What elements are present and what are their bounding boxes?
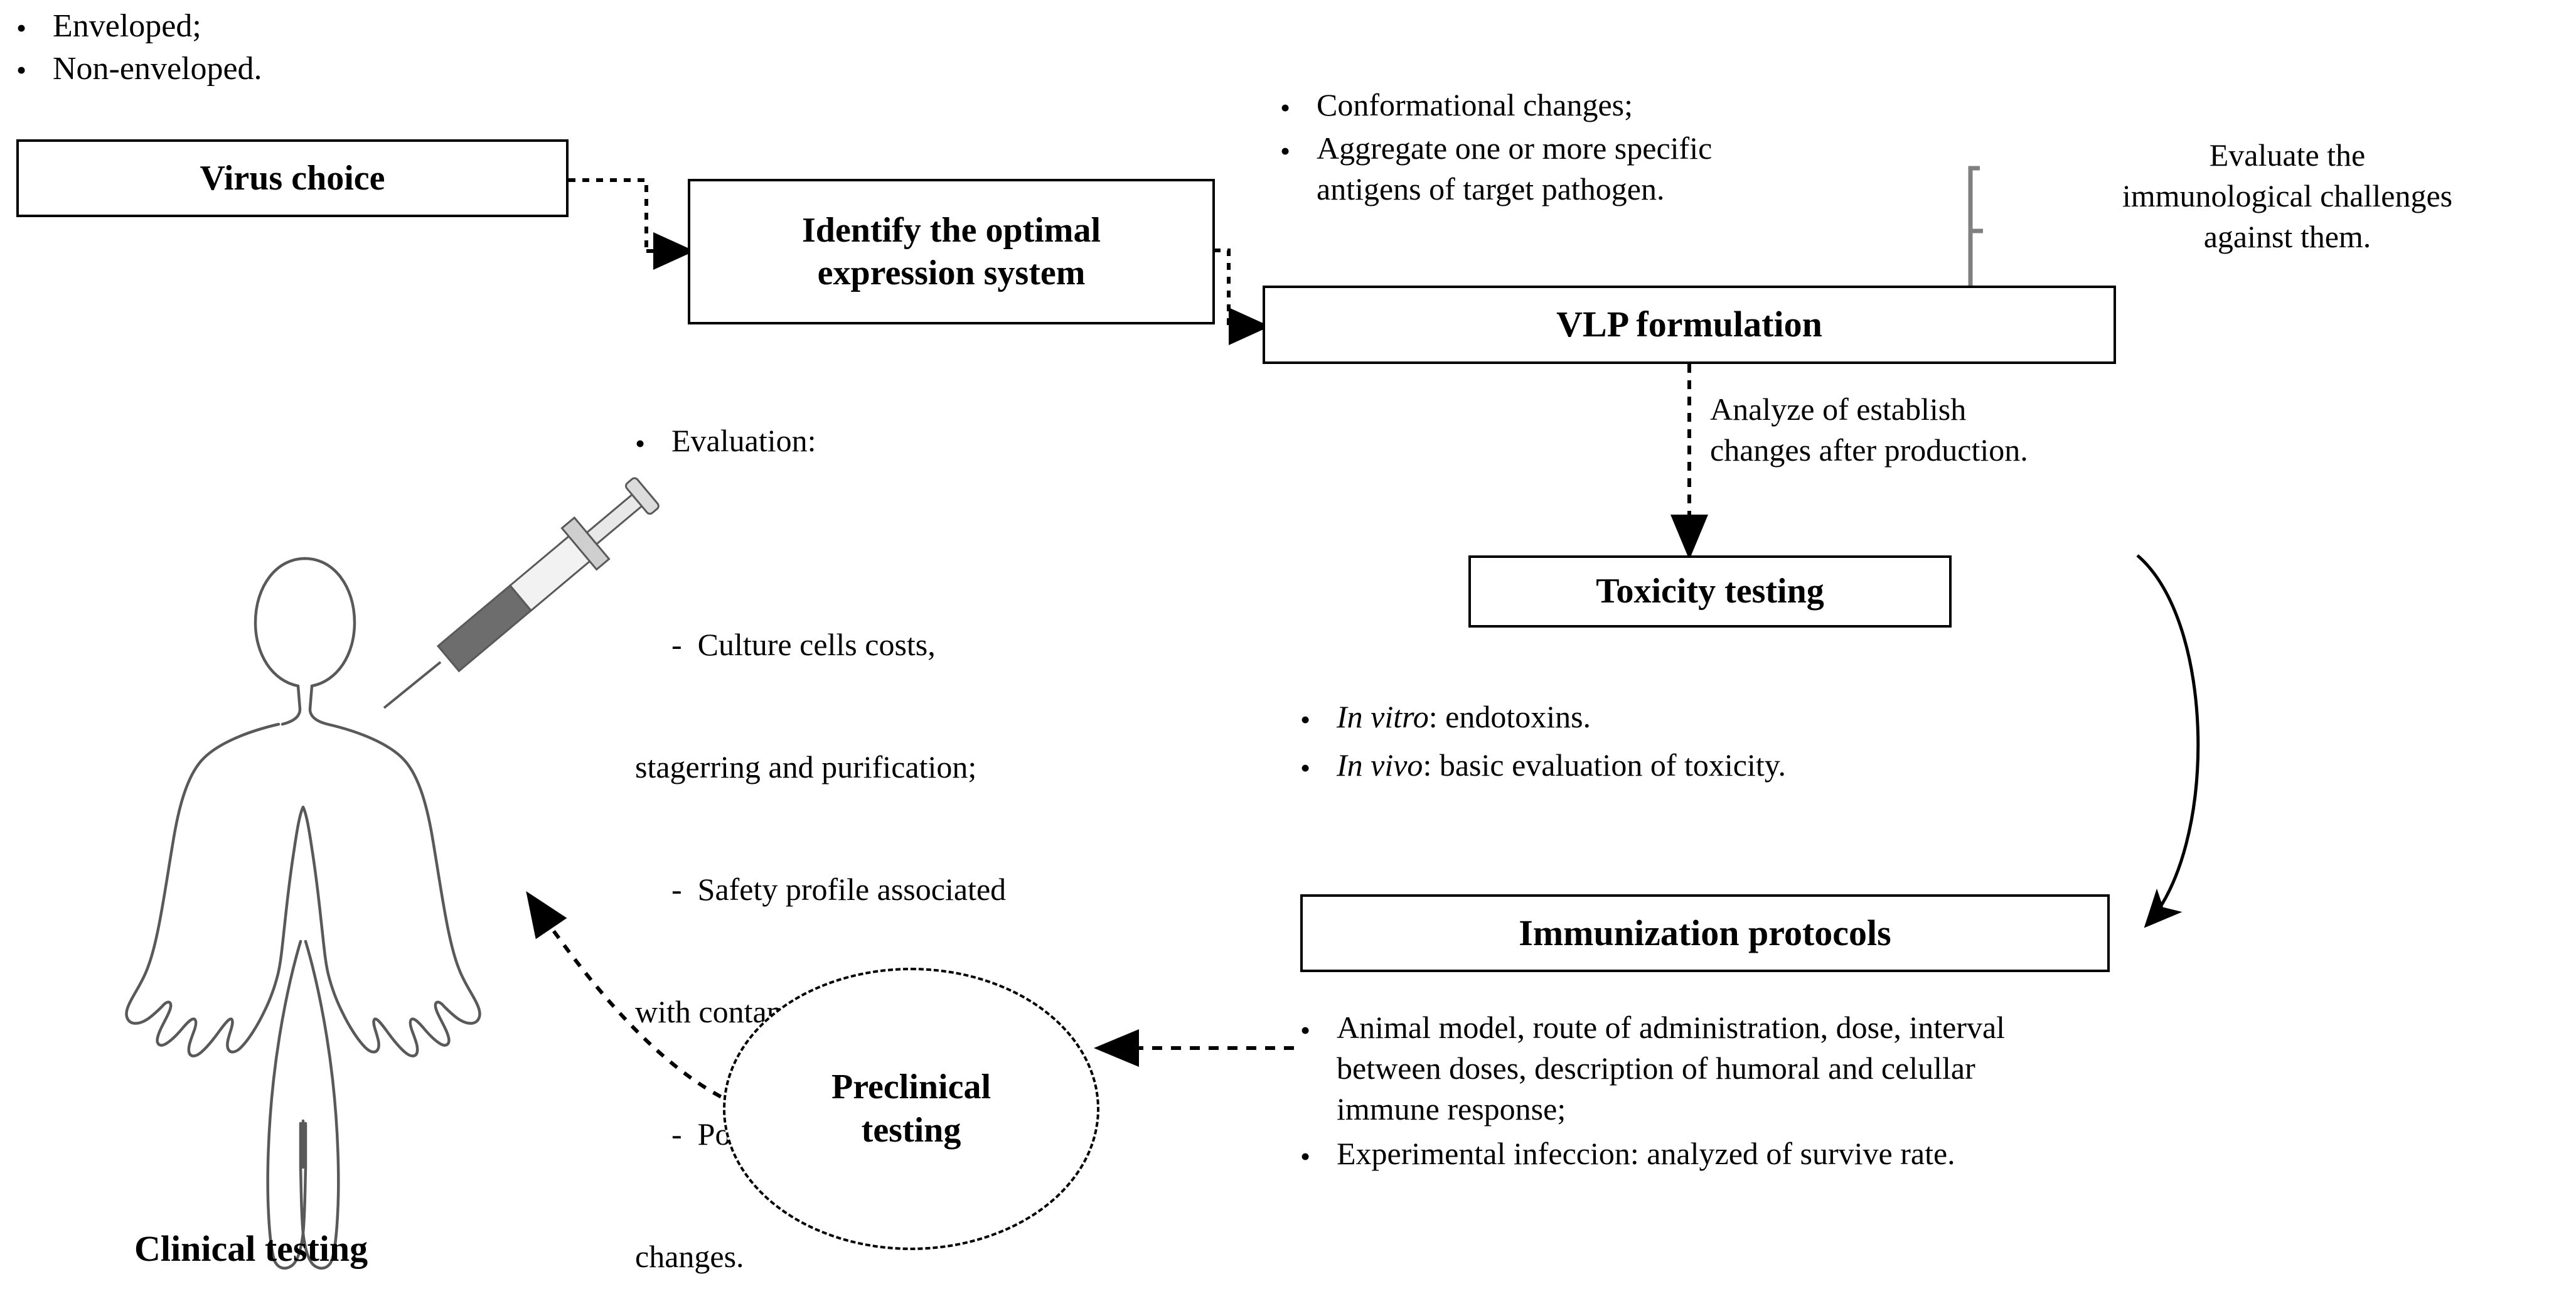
virus-types-list: • Enveloped; • Non-enveloped. — [16, 5, 506, 90]
bullet-icon: • — [1300, 1014, 1311, 1046]
expression-note-line: stagerring and purification; — [635, 749, 977, 784]
box-toxicity-testing-label: Toxicity testing — [1596, 572, 1824, 611]
list-item: • Conformational changes; — [1280, 85, 1977, 126]
box-virus-choice[interactable]: Virus choice — [16, 139, 569, 217]
list-item: • Experimental infeccion: analyzed of su… — [1300, 1133, 2549, 1174]
toxicity-in-vitro-emphasis: In vitro — [1337, 699, 1429, 734]
box-vlp-formulation[interactable]: VLP formulation — [1263, 286, 2116, 364]
immunization-note-animal-model: Animal model, route of administration, d… — [1337, 1010, 2006, 1126]
vlp-characteristics-list: • Conformational changes; • Aggregate on… — [1280, 85, 1977, 210]
list-item: • Aggregate one or more specific antigen… — [1280, 128, 1977, 210]
bullet-icon: • — [1280, 91, 1291, 124]
ellipse-preclinical-testing-label: Preclinical testing — [831, 1067, 991, 1150]
expression-note-line: changes. — [635, 1239, 744, 1274]
box-virus-choice-label: Virus choice — [200, 158, 385, 198]
connector-identify-to-vlp — [1214, 249, 1270, 345]
bullet-icon: • — [16, 54, 27, 87]
clinical-testing-caption: Clinical testing — [134, 1228, 368, 1269]
connector-virus-to-identify — [569, 178, 695, 270]
list-item: • In vivo: basic evaluation of toxicity. — [1300, 745, 2242, 786]
list-item: • Enveloped; — [16, 5, 506, 48]
list-item: • Non-enveloped. — [16, 48, 506, 90]
box-identify-expression-label: Identify the optimal expression system — [802, 210, 1101, 292]
toxicity-in-vivo-rest: : basic evaluation of toxicity. — [1423, 747, 1786, 783]
box-immunization-protocols-label: Immunization protocols — [1519, 912, 1891, 953]
human-body-outline — [125, 557, 481, 1270]
box-vlp-formulation-label: VLP formulation — [1556, 304, 1822, 345]
syringe-icon — [383, 477, 660, 709]
immunization-note-experimental-infection: Experimental infeccion: analyzed of surv… — [1337, 1136, 1955, 1171]
expression-note-line: - Culture cells costs, — [671, 627, 936, 662]
vlp-note-aggregate: Aggregate one or more specific antigens … — [1317, 131, 1713, 206]
expression-notes-heading: Evaluation: — [671, 423, 816, 458]
list-item: • In vitro: endotoxins. — [1300, 697, 2242, 737]
vlp-note-conformational: Conformational changes; — [1317, 87, 1633, 122]
ellipse-preclinical-testing[interactable]: Preclinical testing — [723, 968, 1099, 1250]
list-item: • Animal model, route of administration,… — [1300, 1007, 2549, 1130]
immunization-details-list: • Animal model, route of administration,… — [1300, 1007, 2549, 1174]
bullet-icon: • — [1300, 1140, 1311, 1172]
box-toxicity-testing[interactable]: Toxicity testing — [1468, 555, 1952, 628]
toxicity-in-vitro: In vitro: endotoxins. — [1337, 697, 2242, 737]
bullet-icon: • — [1300, 751, 1311, 784]
list-item: • Evaluation: — [635, 420, 1237, 461]
toxicity-tests-list: • In vitro: endotoxins. • In vivo: basic… — [1300, 697, 2242, 786]
bullet-icon: • — [1300, 703, 1311, 736]
expression-note-line: - Safety profile associated — [671, 872, 1007, 907]
virus-type-enveloped: Enveloped; — [53, 8, 201, 44]
bullet-icon: • — [16, 11, 27, 44]
bullet-icon: • — [635, 427, 646, 459]
toxicity-in-vivo-emphasis: In vivo — [1337, 747, 1423, 783]
toxicity-in-vitro-rest: : endotoxins. — [1428, 699, 1591, 734]
box-immunization-protocols[interactable]: Immunization protocols — [1300, 894, 2110, 972]
bullet-icon: • — [1280, 134, 1291, 167]
box-identify-expression-system[interactable]: Identify the optimal expression system — [688, 179, 1215, 324]
analyze-production-note: Analyze of establish changes after produ… — [1710, 392, 2028, 468]
toxicity-in-vivo: In vivo: basic evaluation of toxicity. — [1337, 745, 2242, 786]
virus-type-non-enveloped: Non-enveloped. — [53, 50, 262, 87]
immunological-challenges-note: Evaluate the immunological challenges ag… — [2122, 137, 2453, 254]
